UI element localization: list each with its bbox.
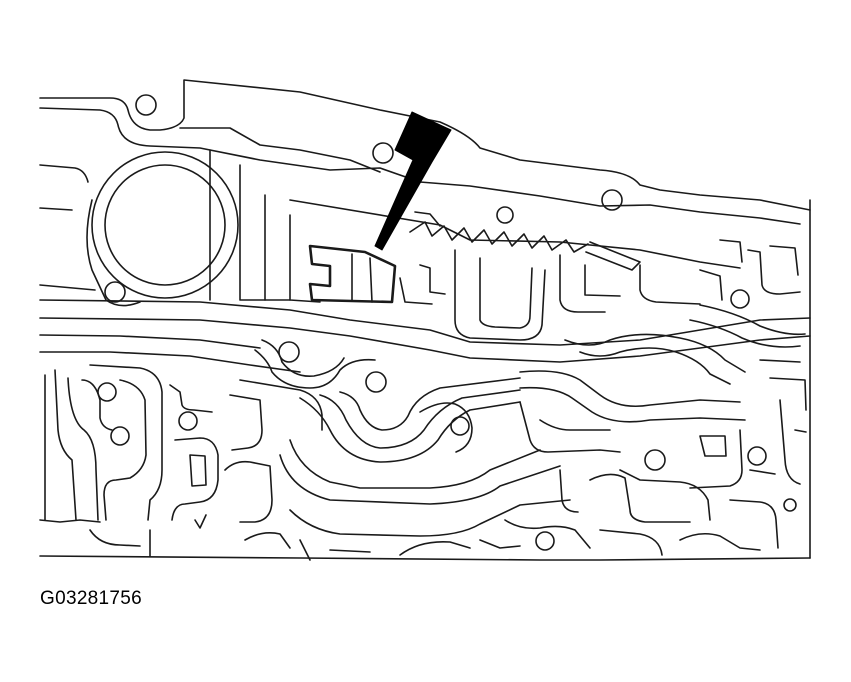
bottom-cut-edge	[39, 199, 811, 561]
pointer-arrow	[374, 111, 452, 251]
detent-spring	[409, 211, 641, 271]
figure-id-label: G03281756	[40, 588, 143, 609]
upper-casting-outline	[39, 79, 811, 341]
large-bore	[104, 164, 226, 286]
lower-plate-bands	[39, 299, 811, 373]
fluid-passages	[44, 304, 807, 561]
retaining-clip	[308, 244, 397, 304]
